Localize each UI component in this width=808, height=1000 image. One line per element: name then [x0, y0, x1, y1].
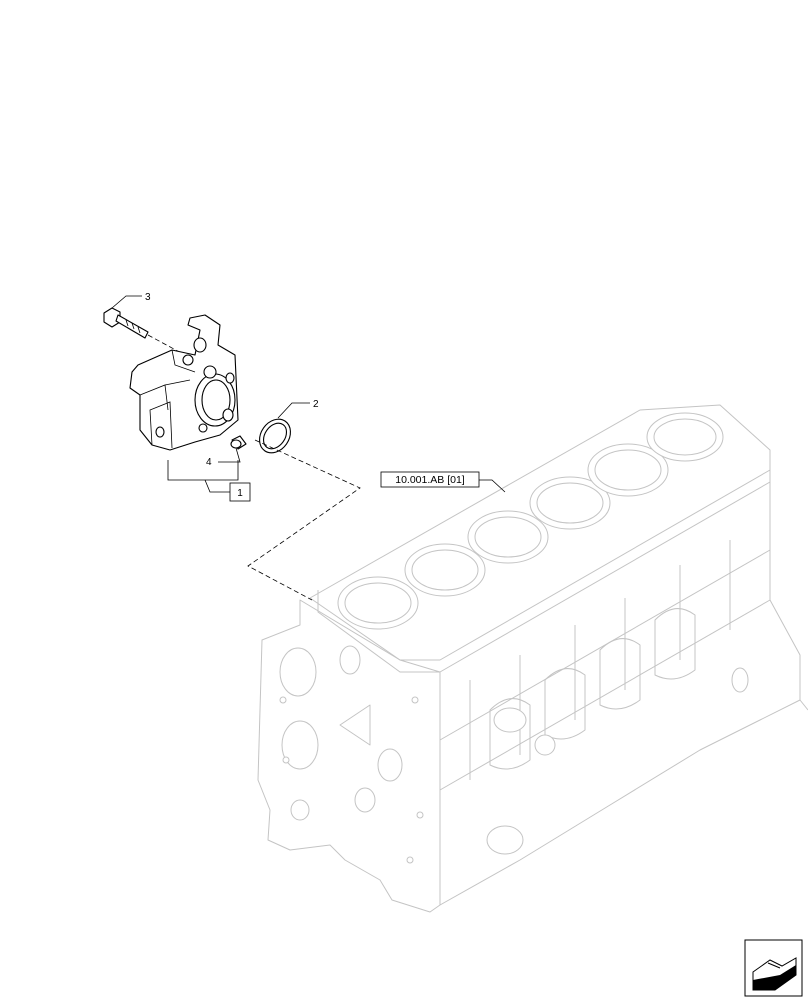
seal-ring-part — [259, 418, 291, 454]
engine-block — [257, 404, 808, 913]
sleeve-part — [230, 435, 247, 450]
callout-label-2: 2 — [313, 399, 319, 410]
callout-2: 2 — [277, 399, 319, 419]
callout-3: 3 — [111, 292, 151, 309]
reference-label[interactable]: 10.001.AB [01] — [395, 474, 465, 486]
callout-label-4: 4 — [206, 457, 212, 468]
callout-1: 1 — [167, 460, 251, 502]
reference-callout[interactable]: 10.001.AB [01] — [380, 471, 506, 493]
callout-label-3: 3 — [145, 292, 151, 303]
assembly-projection-line — [247, 439, 361, 601]
callout-4: 4 — [206, 447, 241, 468]
page-corner-arrow-icon[interactable] — [744, 939, 803, 997]
bolt-part — [103, 307, 149, 339]
bracket-assembly — [103, 307, 291, 454]
callout-label-1: 1 — [237, 488, 243, 499]
bracket-part — [129, 314, 239, 451]
